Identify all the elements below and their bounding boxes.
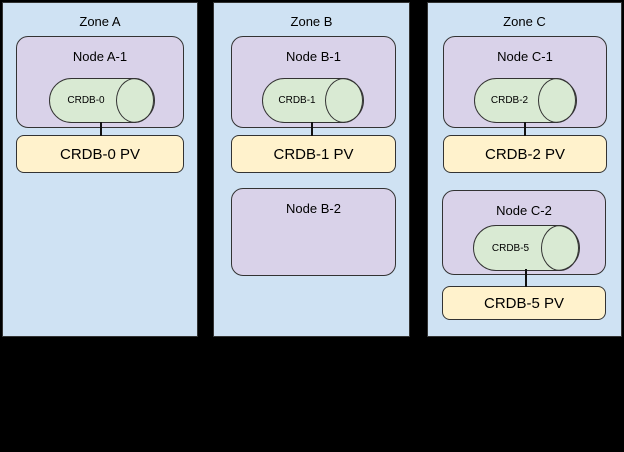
node-b1-label: Node B-1 (286, 49, 341, 64)
zone-c: Zone C Node C-1 CRDB-2 CRDB-2 PV Node C-… (427, 2, 622, 337)
pod-crdb-0: CRDB-0 (49, 78, 155, 123)
connector-pod-to-pv (524, 122, 526, 136)
zone-b: Zone B Node B-1 CRDB-1 CRDB-1 PV Node B-… (213, 2, 410, 337)
connector-pod-to-pv (100, 122, 102, 136)
connector-pod-to-pv (311, 122, 313, 136)
node-b1: Node B-1 CRDB-1 (231, 36, 396, 128)
pod-crdb-5: CRDB-5 (473, 225, 580, 271)
pod-crdb-1-label: CRDB-1 (278, 95, 316, 106)
pod-crdb-1: CRDB-1 (262, 78, 364, 123)
node-b2-label: Node B-2 (286, 201, 341, 216)
cylinder-cap (541, 225, 579, 271)
node-c2: Node C-2 CRDB-5 (442, 190, 606, 275)
node-a1: Node A-1 CRDB-0 (16, 36, 184, 128)
node-c1-label: Node C-1 (497, 49, 553, 64)
connector-pod-to-pv (525, 269, 527, 287)
cylinder-cap (538, 78, 576, 123)
node-a1-label: Node A-1 (72, 49, 128, 64)
zone-b-label: Zone B (290, 14, 333, 29)
node-b2: Node B-2 (231, 188, 396, 276)
node-c1: Node C-1 CRDB-2 (443, 36, 607, 128)
node-c2-label: Node C-2 (496, 203, 552, 218)
cylinder-cap (116, 78, 154, 123)
cylinder-cap (325, 78, 363, 123)
zone-a: Zone A Node A-1 CRDB-0 CRDB-0 PV (2, 2, 198, 337)
pv-crdb-0: CRDB-0 PV (16, 135, 184, 173)
pv-crdb-5: CRDB-5 PV (442, 286, 606, 320)
pv-crdb-2: CRDB-2 PV (443, 135, 607, 173)
zone-c-label: Zone C (503, 14, 546, 29)
zone-a-label: Zone A (79, 14, 121, 29)
pod-crdb-5-label: CRDB-5 (491, 242, 530, 254)
pv-crdb-1: CRDB-1 PV (231, 135, 396, 173)
pod-crdb-2: CRDB-2 (474, 78, 577, 123)
pod-crdb-2-label: CRDB-2 (490, 95, 529, 106)
pod-crdb-0-label: CRDB-0 (67, 95, 105, 106)
